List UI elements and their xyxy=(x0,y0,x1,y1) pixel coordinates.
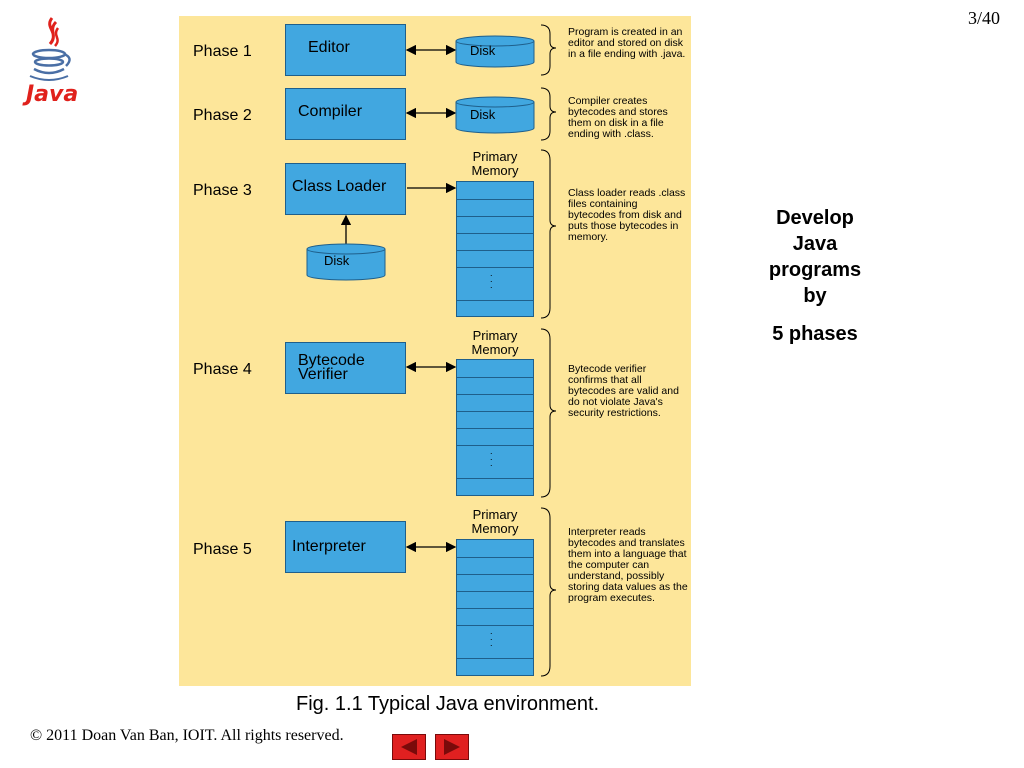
memory-title-phase4: Primary Memory xyxy=(471,328,519,357)
disk-label-phase2: Disk xyxy=(470,107,496,122)
next-slide-button[interactable] xyxy=(435,734,469,760)
arrow-right-icon xyxy=(444,739,460,755)
slide-number: 3/40 xyxy=(968,8,1001,28)
disk-phase2 xyxy=(455,96,535,134)
java-coffee-cup-icon xyxy=(29,17,71,81)
class-loader-box: Class Loader xyxy=(285,163,406,215)
phase-2-label: Phase 2 xyxy=(193,107,252,124)
arrow-left-icon xyxy=(401,739,417,755)
disk-phase1 xyxy=(455,35,535,68)
bytecode-verifier-label-1: Bytecode xyxy=(298,352,365,369)
phase-1-description: Program is created in an editor and stor… xyxy=(568,26,686,60)
phase-4-description: Bytecode verifier confirms that all byte… xyxy=(568,363,679,419)
figure-caption: Fig. 1.1 Typical Java environment. xyxy=(296,693,600,715)
side-title-line5: 5 phases xyxy=(772,323,858,345)
memory-block-phase5: ... xyxy=(456,539,534,676)
disk-label-phase1: Disk xyxy=(470,43,496,58)
phase-3-label: Phase 3 xyxy=(193,182,252,199)
phase-4-label: Phase 4 xyxy=(193,361,252,378)
memory-title-phase3: Primary Memory xyxy=(471,149,519,178)
memory-block-phase3: ... xyxy=(456,181,534,317)
diagram-panel xyxy=(179,16,691,686)
side-title-line3: programs xyxy=(768,259,862,281)
side-title-line2: Java xyxy=(792,233,838,255)
editor-box: Editor xyxy=(285,24,406,76)
bytecode-verifier-label-2: Verifier xyxy=(298,366,348,383)
side-title-line1: Develop xyxy=(776,207,854,229)
compiler-label: Compiler xyxy=(298,103,363,120)
memory-block-phase4: ... xyxy=(456,359,534,496)
disk-label-phase3: Disk xyxy=(324,253,350,268)
compiler-box: Compiler xyxy=(285,88,406,140)
side-title-line4: by xyxy=(803,285,827,307)
previous-slide-button[interactable] xyxy=(392,734,426,760)
phase-3-description: Class loader reads .class files containi… xyxy=(568,187,686,243)
braces xyxy=(540,24,557,677)
memory-title-phase5: Primary Memory xyxy=(471,507,519,536)
editor-label: Editor xyxy=(308,39,350,56)
phase-5-description: Interpreter reads bytecodes and translat… xyxy=(568,526,688,604)
disk-phase3 xyxy=(306,243,386,281)
phase-2-description: Compiler creates bytecodes and stores th… xyxy=(568,95,668,140)
java-logo: Java xyxy=(22,14,82,114)
phase-1-label: Phase 1 xyxy=(193,43,252,60)
bytecode-verifier-box: Bytecode Verifier xyxy=(285,342,406,394)
side-title: Develop Java programs by 5 phases xyxy=(740,205,890,347)
copyright-notice: © 2011 Doan Van Ban, IOIT. All rights re… xyxy=(30,727,344,744)
interpreter-box: Interpreter xyxy=(285,521,406,573)
interpreter-label: Interpreter xyxy=(292,538,366,555)
class-loader-label: Class Loader xyxy=(292,178,387,195)
java-logo-text: Java xyxy=(26,82,79,107)
phase-5-label: Phase 5 xyxy=(193,541,252,558)
